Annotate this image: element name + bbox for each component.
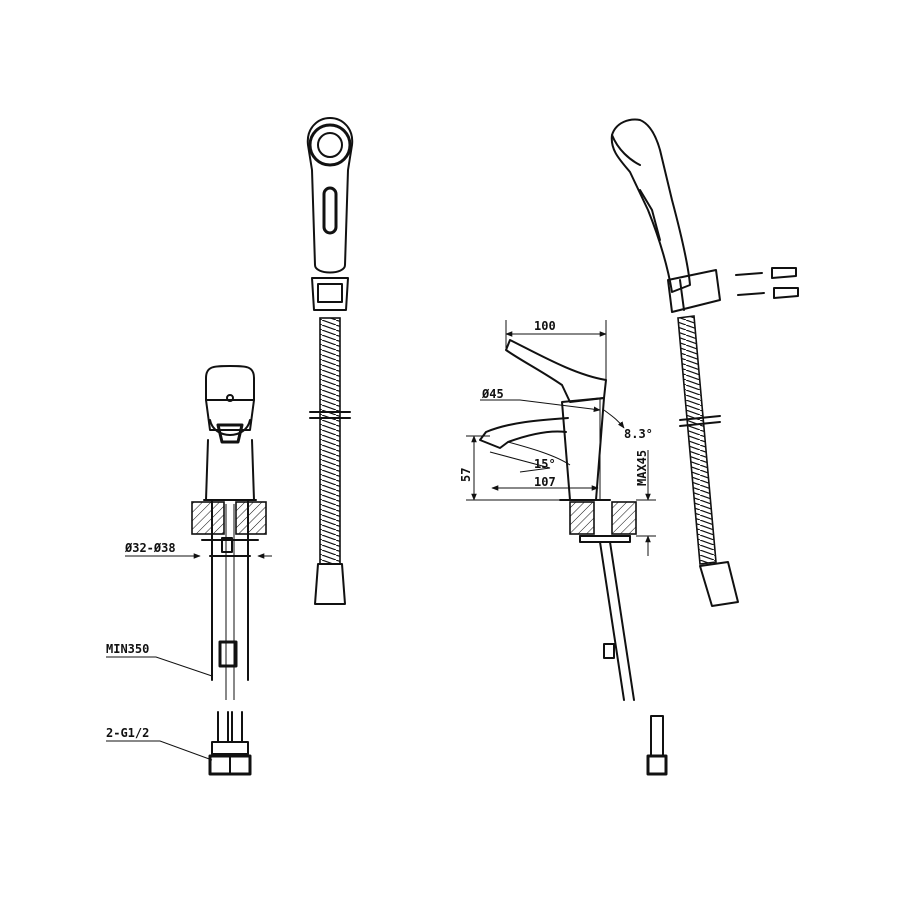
dim-body-diameter: Ø45 bbox=[481, 387, 504, 401]
hand-shower-side-view bbox=[610, 118, 799, 607]
hand-shower-front-view bbox=[306, 117, 354, 605]
dim-angle-spout: 15° bbox=[534, 457, 556, 471]
dim-max-thickness: MAX45 bbox=[635, 450, 649, 486]
faucet-front-view bbox=[106, 365, 272, 776]
dim-angle-right: 8.3° bbox=[624, 427, 653, 441]
dim-min-hose: MIN350 bbox=[106, 642, 149, 656]
dim-reach: 107 bbox=[534, 475, 556, 489]
dim-mount-diameter: Ø32-Ø38 bbox=[124, 541, 176, 555]
faucet-side-view bbox=[466, 320, 668, 776]
dim-connection: 2-G1/2 bbox=[106, 726, 149, 740]
dim-spout-height: 57 bbox=[459, 468, 473, 482]
dim-width-top: 100 bbox=[534, 319, 556, 333]
